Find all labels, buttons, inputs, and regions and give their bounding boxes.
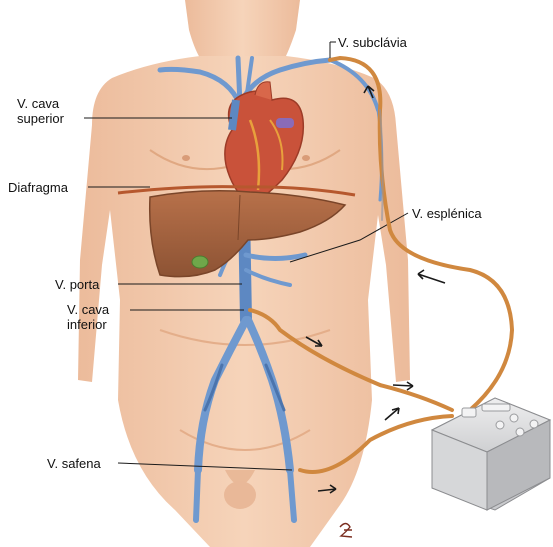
label-v-porta: V. porta	[55, 277, 99, 292]
label-v-cava-superior-line2: superior	[17, 111, 64, 126]
label-diafragma: Diafragma	[8, 180, 68, 195]
label-v-cava-inferior-line2: inferior	[67, 317, 107, 332]
label-v-cava-superior: V. cava superior	[17, 96, 64, 126]
label-v-cava-superior-line1: V. cava	[17, 96, 59, 111]
label-v-subclavia: V. subclávia	[338, 35, 407, 50]
artist-signature	[340, 524, 352, 538]
label-v-cava-inferior-line1: V. cava	[67, 302, 109, 317]
label-v-cava-inferior: V. cava inferior	[67, 302, 109, 332]
label-v-safena: V. safena	[47, 456, 101, 471]
label-v-esplenica: V. esplénica	[412, 206, 482, 221]
